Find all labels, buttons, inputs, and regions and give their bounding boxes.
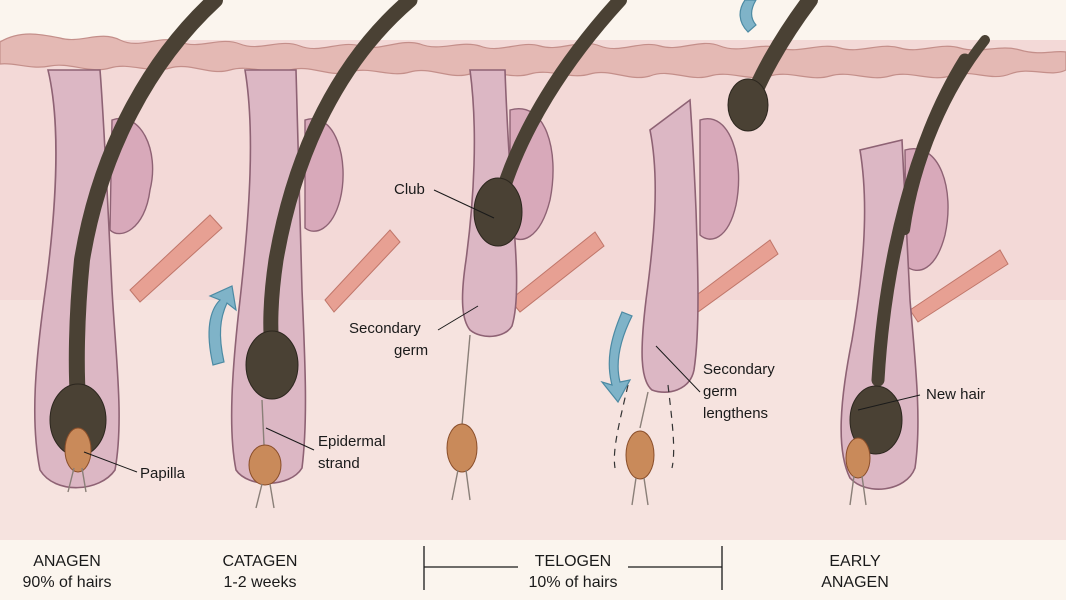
- dashed-outline: [613, 384, 675, 469]
- follicle-sheath: [641, 98, 699, 394]
- vessel: [849, 475, 867, 506]
- vessel: [631, 477, 649, 506]
- papilla: [446, 423, 478, 473]
- epidermal-strand-line: [461, 334, 471, 426]
- top-arrow: [739, 0, 757, 33]
- club-label: Club: [394, 181, 425, 198]
- follicle-catagen: [208, 0, 418, 509]
- arrector-muscle: [129, 214, 223, 303]
- sebaceous-gland: [699, 118, 740, 240]
- stage-catagen-name: CATAGEN: [223, 553, 298, 570]
- germ-lengthens-label-2: germ: [703, 383, 737, 400]
- stage-early-anagen-detail: ANAGEN: [821, 574, 889, 591]
- epidermal-strand-line: [261, 399, 265, 446]
- arrector-muscle: [909, 249, 1009, 323]
- hair-shaft: [263, 0, 418, 353]
- vessel: [67, 467, 87, 493]
- vessel: [255, 483, 275, 509]
- stage-telogen-name: TELOGEN: [535, 553, 611, 570]
- germ-lengthens-label-1: Secondary: [703, 361, 775, 378]
- new-hair-label: New hair: [926, 386, 985, 403]
- stage-anagen-detail: 90% of hairs: [23, 574, 112, 591]
- germ-lengthens-leader: [655, 345, 701, 393]
- epidermal-strand-line: [639, 391, 649, 429]
- club-end: [473, 177, 523, 247]
- papilla: [248, 444, 282, 486]
- germ-lengthens-label-3: lengthens: [703, 405, 768, 422]
- epidermal-strand-label-1: Epidermal: [318, 433, 386, 450]
- club-leader: [433, 189, 495, 219]
- stage-early-anagen-name: EARLY: [829, 553, 881, 570]
- papilla-leader: [83, 451, 138, 473]
- secondary-germ-leader: [437, 305, 479, 331]
- arrector-muscle: [324, 229, 401, 313]
- follicle-anagen: [33, 0, 223, 493]
- club-end: [245, 330, 299, 400]
- secondary-germ-label-2: germ: [394, 342, 428, 359]
- stage-telogen-detail: 10% of hairs: [529, 574, 618, 591]
- new-hair-shaft: [871, 53, 972, 387]
- epidermal-strand-label-2: strand: [318, 455, 360, 472]
- secondary-germ-label-1: Secondary: [349, 320, 421, 337]
- club-end: [727, 78, 769, 132]
- stage-catagen-detail: 1-2 weeks: [224, 574, 297, 591]
- labels: Papilla Epidermal strand Club Secondary …: [83, 181, 985, 482]
- upward-arrow: [208, 285, 237, 366]
- papilla: [845, 437, 871, 479]
- papilla-label: Papilla: [140, 465, 186, 482]
- follicle-telogen-late: [600, 0, 818, 506]
- vessel: [451, 469, 471, 501]
- stage-captions: ANAGEN 90% of hairs CATAGEN 1-2 weeks TE…: [23, 546, 889, 591]
- downward-arrow: [600, 311, 633, 404]
- hair-shaft: [68, 0, 223, 408]
- hair-shaft: [493, 0, 627, 207]
- papilla: [64, 427, 92, 473]
- arrector-muscle: [509, 231, 605, 313]
- stage-anagen-name: ANAGEN: [33, 553, 101, 570]
- follicle-telogen: [446, 0, 627, 501]
- papilla: [625, 430, 655, 480]
- new-hair-leader: [857, 394, 921, 411]
- epidermal-strand-leader: [265, 427, 315, 451]
